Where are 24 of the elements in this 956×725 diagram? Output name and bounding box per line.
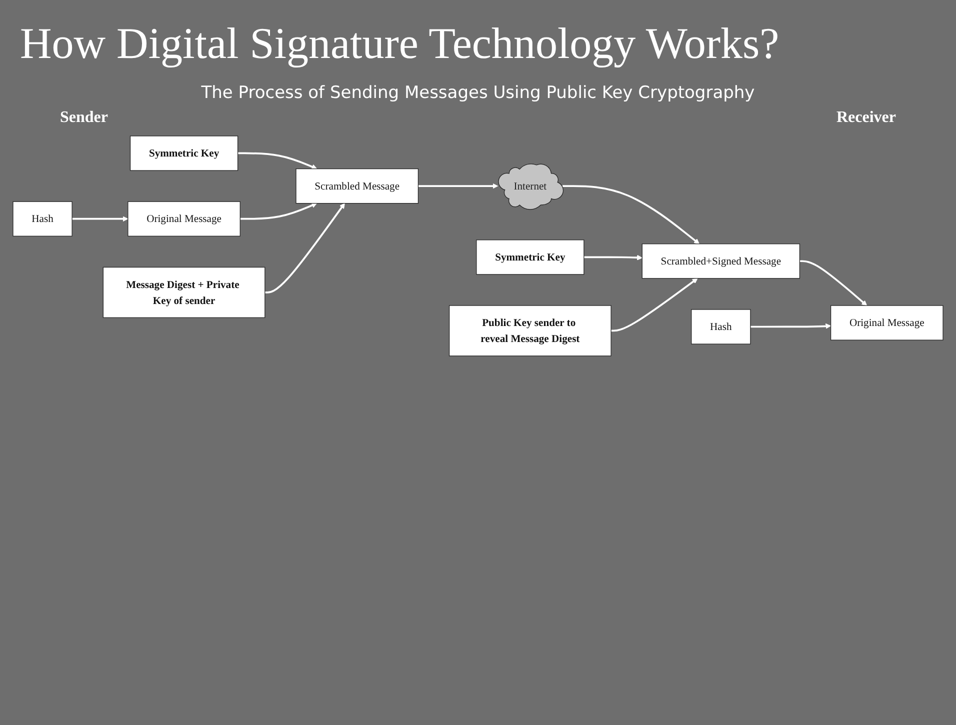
node-box: Hash xyxy=(12,201,72,236)
node-box: Public Key sender to reveal Message Digest xyxy=(449,305,612,356)
role-label: Sender xyxy=(60,109,108,127)
subtitle: The Process of Sending Messages Using Public Key Cryptography xyxy=(200,83,756,103)
arrow xyxy=(611,278,698,332)
arrow xyxy=(238,152,318,170)
arrow xyxy=(562,185,700,244)
node-box: Hash xyxy=(691,309,751,344)
node-box: Symmetric Key xyxy=(476,240,584,275)
arrow xyxy=(72,216,128,222)
arrow xyxy=(750,323,832,329)
arrow xyxy=(584,254,642,260)
node-box: Symmetric Key xyxy=(130,136,238,171)
role-label: Receiver xyxy=(836,109,896,127)
slide-title: How Digital Signature Technology Works? xyxy=(20,18,780,69)
node-box: Message Digest + Private Key of sender xyxy=(102,266,266,318)
arrow xyxy=(240,202,318,220)
node-box: Scrambled Message xyxy=(296,168,419,204)
arrow xyxy=(264,203,345,294)
arrow xyxy=(800,260,868,306)
node-box: Original Message xyxy=(830,305,944,340)
arrow xyxy=(418,183,498,189)
node-box: Original Message xyxy=(128,201,240,236)
node-box: Scrambled+Signed Message xyxy=(642,244,800,279)
